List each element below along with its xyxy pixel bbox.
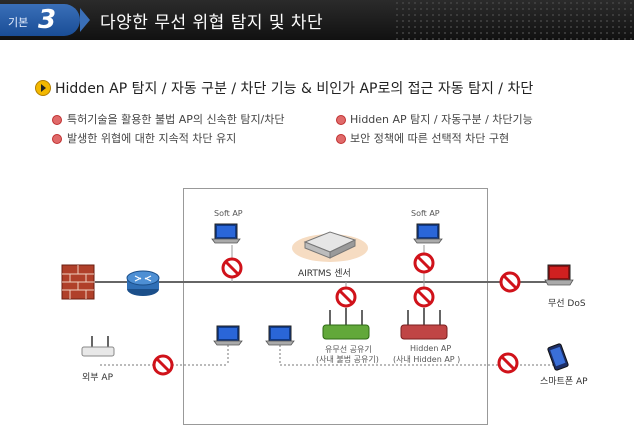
block-icon bbox=[152, 354, 174, 376]
block-icon bbox=[413, 286, 435, 308]
block-icon bbox=[335, 286, 357, 308]
sensor-label: AIRTMS 센서 bbox=[298, 269, 351, 279]
laptop-icon bbox=[211, 223, 241, 244]
sub-bullet-icon bbox=[52, 115, 62, 125]
badge-label: 기본 bbox=[8, 16, 29, 29]
wireless-router-green-icon bbox=[322, 308, 370, 340]
hidden-ap-sublabel: (사내 Hidden AP ) bbox=[393, 355, 461, 364]
laptop-icon bbox=[213, 325, 243, 346]
block-icon bbox=[499, 271, 521, 293]
wireless-router-red-icon bbox=[400, 308, 448, 340]
firewall-icon bbox=[61, 264, 95, 300]
sub-point-1: 특허기술을 활용한 불법 AP의 신속한 탐지/차단 bbox=[67, 113, 285, 126]
laptop-icon bbox=[265, 325, 295, 346]
sub-point-2: Hidden AP 탐지 / 자동구분 / 차단기능 bbox=[350, 113, 533, 126]
sub-point-4: 보안 정책에 따른 선택적 차단 구현 bbox=[350, 132, 510, 145]
sub-bullet-icon bbox=[336, 115, 346, 125]
sub-bullet-icon bbox=[336, 134, 346, 144]
dos-laptop-icon bbox=[544, 264, 574, 286]
soft-ap-right-label: Soft AP bbox=[411, 209, 440, 218]
shared-ap-sublabel: (사내 불법 공유기) bbox=[316, 355, 379, 364]
block-icon bbox=[497, 352, 519, 374]
main-point: Hidden AP 탐지 / 자동 구분 / 차단 기능 & 비인가 AP로의 … bbox=[55, 81, 534, 97]
soft-ap-left-label: Soft AP bbox=[214, 209, 243, 218]
sensor-device-icon bbox=[292, 231, 368, 262]
sub-point-3: 발생한 위협에 대한 지속적 차단 유지 bbox=[67, 132, 237, 145]
play-bullet-icon bbox=[35, 80, 51, 96]
badge-number: 3 bbox=[38, 5, 57, 35]
wireless-dos-label: 무선 DoS bbox=[548, 299, 586, 309]
badge-arrow-icon bbox=[80, 8, 90, 32]
section-badge: 기본 3 bbox=[0, 4, 80, 36]
router-icon bbox=[126, 270, 160, 296]
block-icon bbox=[221, 257, 243, 279]
smartphone-ap-label: 스마트폰 AP bbox=[540, 377, 588, 387]
smartphone-icon bbox=[547, 343, 569, 371]
shared-ap-label: 유무선 공유기 bbox=[325, 345, 372, 354]
header-dot-pattern bbox=[394, 0, 634, 40]
laptop-icon bbox=[413, 223, 443, 244]
external-ap-icon bbox=[81, 336, 115, 357]
header-bar: 기본 3 다양한 무선 위협 탐지 및 차단 bbox=[0, 0, 634, 40]
block-icon bbox=[413, 252, 435, 274]
external-ap-label: 외부 AP bbox=[82, 373, 114, 383]
sub-bullet-icon bbox=[52, 134, 62, 144]
page-title: 다양한 무선 위협 탐지 및 차단 bbox=[100, 13, 324, 33]
hidden-ap-label: Hidden AP bbox=[410, 344, 452, 353]
